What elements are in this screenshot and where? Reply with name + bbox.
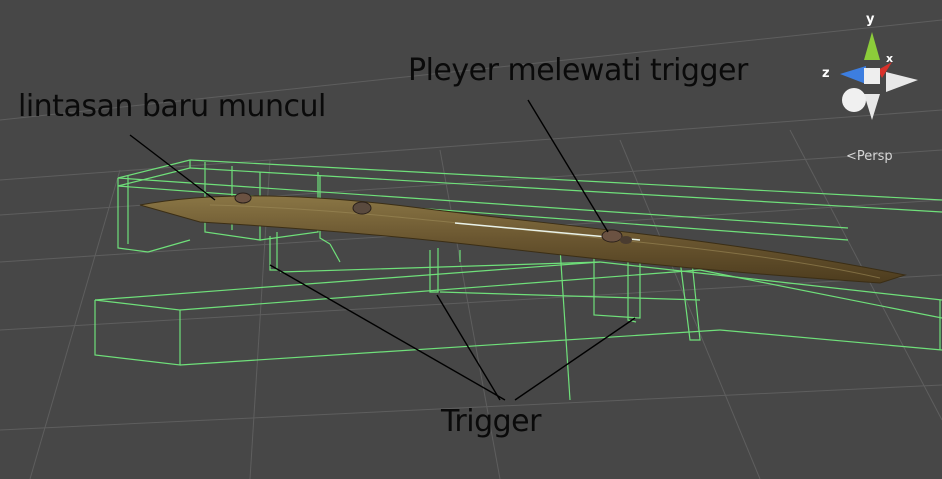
persp-icon: < bbox=[846, 149, 857, 164]
gizmo-y-label: y bbox=[866, 12, 875, 27]
annotation-player-passes: Pleyer melewati trigger bbox=[408, 53, 748, 88]
x-axis-cone bbox=[878, 62, 892, 78]
projection-toggle[interactable]: <Persp bbox=[846, 149, 893, 164]
neg-x-cone bbox=[886, 72, 918, 92]
annotation-lines bbox=[129, 99, 636, 401]
neg-z-cone bbox=[842, 88, 866, 112]
projection-label: Persp bbox=[856, 149, 893, 164]
player-character[interactable] bbox=[234, 192, 632, 244]
z-axis-cone bbox=[840, 66, 866, 84]
neg-y-cone bbox=[864, 94, 880, 120]
gizmo-z-label: z bbox=[822, 66, 830, 81]
annotation-trigger: Trigger bbox=[441, 404, 541, 439]
y-axis-cone bbox=[864, 32, 880, 60]
annotation-new-track: lintasan baru muncul bbox=[18, 89, 326, 124]
gizmo-x-label: x bbox=[886, 52, 894, 65]
gizmo-center-cube bbox=[864, 68, 880, 84]
scene-gizmo[interactable] bbox=[840, 32, 918, 120]
